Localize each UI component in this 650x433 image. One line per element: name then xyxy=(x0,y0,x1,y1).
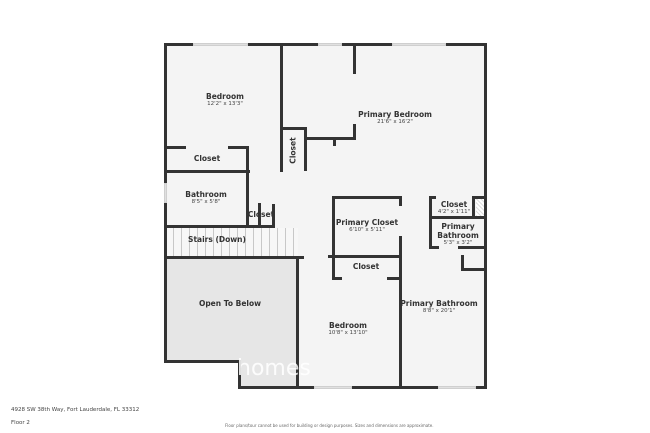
chase-hatch xyxy=(476,199,484,216)
room-name: Closet xyxy=(352,262,380,271)
window xyxy=(193,43,248,46)
wall xyxy=(387,277,401,280)
room-name: Stairs (Down) xyxy=(188,235,246,244)
room-dims: 5'3" x 3'2" xyxy=(443,240,473,246)
room-label-closet-2: Closet xyxy=(288,137,298,164)
window xyxy=(164,183,167,203)
outside-lower-left xyxy=(162,362,238,392)
room-label-closet-4: Closet 4'2" x 1'11" xyxy=(438,200,470,216)
wall xyxy=(164,203,167,258)
wall xyxy=(328,255,402,258)
wall xyxy=(166,256,304,259)
wall xyxy=(429,196,432,248)
window xyxy=(438,386,476,389)
wall xyxy=(461,268,486,271)
wall xyxy=(458,246,486,249)
wall xyxy=(461,255,464,271)
room-dims: 10'8" x 13'10" xyxy=(328,330,368,336)
room-dims: 12'2" x 13'3" xyxy=(207,101,243,107)
wall xyxy=(304,137,356,140)
wall xyxy=(296,256,299,389)
wall xyxy=(332,196,335,279)
room-label-primary-closet: Primary Closet 6'10" x 5'11" xyxy=(336,218,398,234)
wall xyxy=(332,196,402,199)
wall xyxy=(246,172,249,228)
wall xyxy=(429,196,436,199)
wall xyxy=(353,46,356,74)
room-dims: 8'8" x 20'1" xyxy=(422,308,456,314)
wall xyxy=(332,277,342,280)
wall xyxy=(472,196,475,218)
wall xyxy=(246,146,249,173)
room-dims: 4'2" x 1'11" xyxy=(437,209,471,215)
room-name: Bathroom xyxy=(185,190,227,199)
wall xyxy=(473,196,486,199)
room-name: Primary Bedroom xyxy=(358,110,432,119)
wall xyxy=(228,146,248,149)
wall xyxy=(280,127,306,130)
room-name: Closet xyxy=(193,154,221,163)
room-label-primary-bathroom-small: Primary Bathroom 5'3" x 3'2" xyxy=(437,222,479,247)
watermark: homes xyxy=(237,356,311,381)
wall-bottom xyxy=(238,386,487,389)
wall xyxy=(304,127,307,171)
room-label-closet-5: Closet xyxy=(353,262,379,271)
room-label-open-to-below: Open To Below xyxy=(199,299,261,308)
open-to-below-area xyxy=(166,258,299,361)
room-name: Closet xyxy=(247,210,275,219)
room-name: Primary Closet xyxy=(335,218,399,227)
room-name: Bedroom xyxy=(206,92,244,101)
room-name-line2: Bathroom xyxy=(437,231,479,240)
room-name-line1: Primary xyxy=(441,222,475,231)
room-label-bedroom-1: Bedroom 12'2" x 13'3" xyxy=(206,92,244,108)
room-dims: 6'10" x 5'11" xyxy=(349,227,385,233)
wall-open-bottom xyxy=(164,360,241,363)
room-label-stairs: Stairs (Down) xyxy=(188,235,246,244)
wall xyxy=(429,246,439,249)
wall xyxy=(429,216,486,219)
room-label-closet-3: Closet xyxy=(248,210,274,219)
room-name: Primary Bathroom xyxy=(400,299,478,308)
room-name: Closet xyxy=(440,200,468,209)
window xyxy=(392,43,446,46)
address-text: 4928 SW 38th Way, Fort Lauderdale, FL 33… xyxy=(11,407,140,413)
stairs-treads xyxy=(166,228,298,256)
room-dims: 8'5" x 5'8" xyxy=(191,199,221,205)
wall xyxy=(399,196,402,206)
wall xyxy=(333,140,336,146)
room-label-primary-bedroom: Primary Bedroom 21'6" x 16'2" xyxy=(358,110,432,126)
floor-label: Floor 2 xyxy=(11,420,30,426)
window xyxy=(314,386,352,389)
wall xyxy=(258,203,261,228)
wall xyxy=(166,146,186,149)
room-label-bathroom: Bathroom 8'5" x 5'8" xyxy=(185,190,227,206)
room-name: Open To Below xyxy=(198,299,262,308)
wall xyxy=(399,236,402,389)
wall xyxy=(280,46,283,172)
wall xyxy=(166,225,259,228)
room-label-primary-bathroom: Primary Bathroom 8'8" x 20'1" xyxy=(400,299,477,315)
wall xyxy=(166,170,250,173)
wall xyxy=(353,124,356,140)
wall-open-step xyxy=(238,360,241,388)
disclaimer-text: Floor plans/tour cannot be used for buil… xyxy=(225,423,434,428)
room-dims: 21'6" x 16'2" xyxy=(377,119,413,125)
wall xyxy=(258,225,275,228)
open-to-below-area-lower xyxy=(240,360,299,387)
room-name: Bedroom xyxy=(329,321,367,330)
room-label-closet-1: Closet xyxy=(194,154,220,163)
wall xyxy=(272,204,275,228)
window xyxy=(318,43,342,46)
room-label-bedroom-2: Bedroom 10'8" x 13'10" xyxy=(328,321,367,337)
